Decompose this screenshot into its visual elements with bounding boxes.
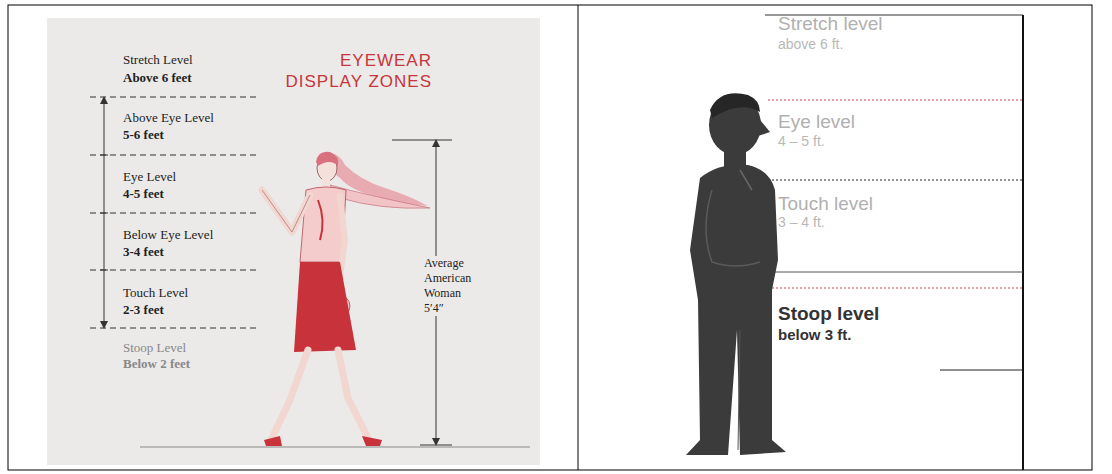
level-range: above 6 ft. <box>778 36 843 53</box>
level-divider <box>768 287 1023 288</box>
zone-label: Stretch Level <box>123 52 193 68</box>
zone-label: Touch Level <box>123 285 188 301</box>
woman-figure <box>262 152 430 446</box>
zone-ticks <box>100 155 108 270</box>
zone-label: Eye Level <box>123 169 176 185</box>
table-frame <box>8 5 1092 470</box>
level-label: Eye level <box>778 110 855 133</box>
zone-range: Below 2 feet <box>123 356 190 372</box>
zone-label: Below Eye Level <box>123 227 213 243</box>
level-range: 3 – 4 ft. <box>778 214 825 231</box>
level-divider <box>768 179 1023 180</box>
panel-title: EYEWEAR DISPLAY ZONES <box>267 50 432 92</box>
zone-dividers <box>90 97 258 328</box>
level-range: 4 – 5 ft. <box>778 133 825 150</box>
ground-line <box>140 447 530 448</box>
level-range: below 3 ft. <box>778 326 851 344</box>
cell-divider <box>578 5 579 470</box>
height-ruler <box>1022 15 1024 470</box>
zone-label: Stoop Level <box>123 340 186 356</box>
height-note: Average American Woman 5′4″ <box>424 256 480 316</box>
zone-label: Above Eye Level <box>123 110 214 126</box>
measure-tick <box>420 445 452 446</box>
level-label: Stoop level <box>778 302 879 325</box>
level-divider <box>768 272 1023 273</box>
zone-range: Above 6 feet <box>123 70 192 86</box>
level-divider <box>768 99 1023 100</box>
zone-range: 4-5 feet <box>123 186 164 202</box>
zone-range: 5-6 feet <box>123 127 164 143</box>
level-label: Stretch level <box>778 12 883 35</box>
level-label: Touch level <box>778 192 873 215</box>
zone-range: 3-4 feet <box>123 244 164 260</box>
zone-range: 2-3 feet <box>123 302 164 318</box>
panel-background <box>47 18 540 465</box>
measure-tick <box>392 140 452 141</box>
man-silhouette <box>686 93 786 455</box>
ruler-tick <box>940 369 1023 370</box>
